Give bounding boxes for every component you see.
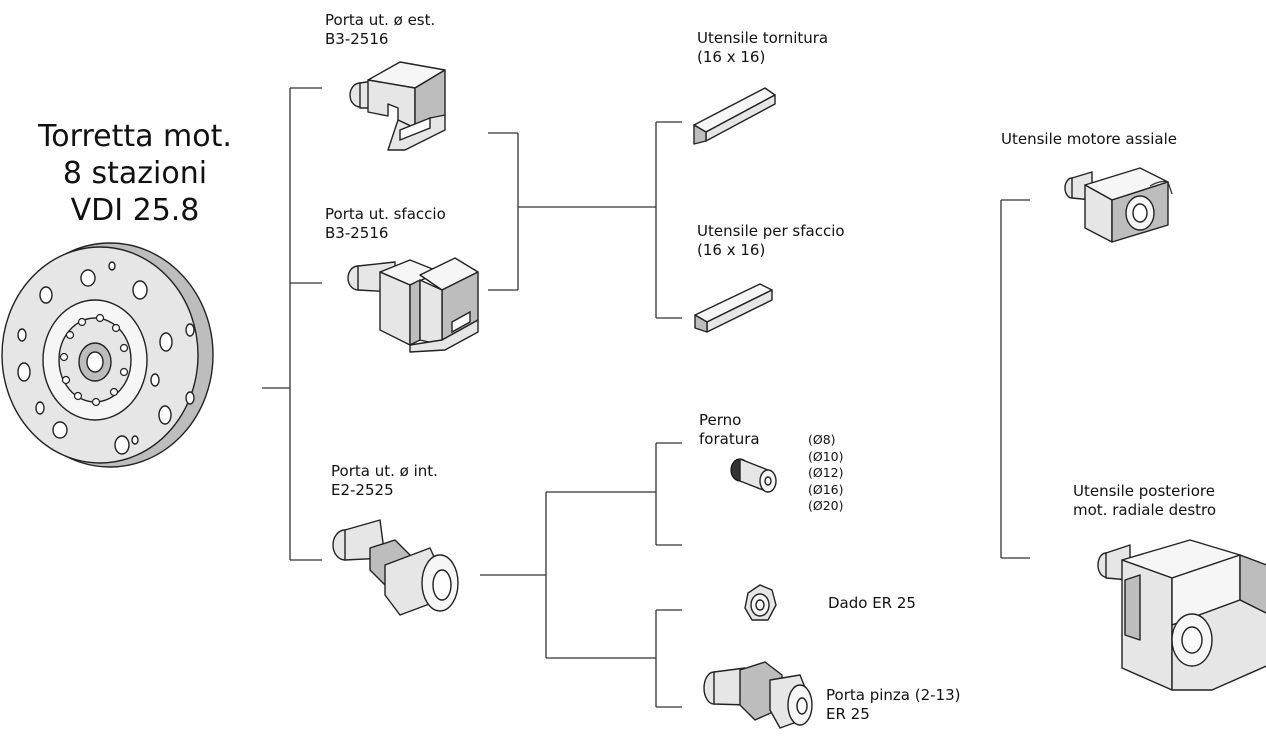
turret-title-line-3: VDI 25.8 bbox=[70, 193, 200, 228]
turret-title-line-2: 8 stazioni bbox=[62, 156, 208, 191]
utensile-sfaccio-illustration bbox=[694, 283, 773, 333]
porta-est-illustration bbox=[349, 61, 446, 151]
label-utensile-sfaccio: Utensile per sfaccio (16 x 16) bbox=[697, 222, 845, 260]
turret-title: Torretta mot. 8 stazioni VDI 25.8 bbox=[10, 118, 260, 229]
turret-illustration bbox=[1, 242, 214, 468]
label-porta-sfaccio-line-1: Porta ut. sfaccio bbox=[325, 205, 446, 223]
perno-size-item: (Ø20) bbox=[808, 498, 844, 513]
label-posteriore-line-2: mot. radiale destro bbox=[1073, 501, 1217, 519]
label-porta-int: Porta ut. ø int. E2-2525 bbox=[331, 462, 438, 500]
label-porta-pinza: Porta pinza (2-13) ER 25 bbox=[826, 686, 960, 724]
dado-illustration bbox=[744, 584, 777, 621]
label-porta-sfaccio: Porta ut. sfaccio B3-2516 bbox=[325, 205, 446, 243]
label-utensile-tornitura-line-2: (16 x 16) bbox=[697, 48, 766, 66]
perno-size-list: (Ø8) (Ø10) (Ø12) (Ø16) (Ø20) bbox=[808, 432, 844, 515]
label-perno-foratura: Perno foratura bbox=[699, 411, 760, 449]
label-utensile-tornitura-line-1: Utensile tornitura bbox=[697, 29, 829, 47]
perno-size-item: (Ø10) bbox=[808, 448, 844, 464]
perno-size-item: (Ø16) bbox=[808, 481, 844, 497]
label-utensile-sfaccio-line-1: Utensile per sfaccio bbox=[697, 222, 845, 240]
connector-lines bbox=[262, 87, 1030, 708]
label-porta-sfaccio-line-2: B3-2516 bbox=[325, 224, 389, 242]
utensile-tornitura-illustration bbox=[693, 87, 776, 145]
turret-title-line-1: Torretta mot. bbox=[38, 119, 232, 154]
label-porta-pinza-line-2: ER 25 bbox=[826, 705, 870, 723]
label-porta-pinza-line-1: Porta pinza (2-13) bbox=[826, 686, 961, 704]
posteriore-illustration bbox=[1097, 539, 1266, 691]
label-porta-est: Porta ut. ø est. B3-2516 bbox=[325, 11, 435, 49]
label-utensile-tornitura: Utensile tornitura (16 x 16) bbox=[697, 29, 828, 67]
perno-size-item: (Ø8) bbox=[808, 432, 836, 447]
label-posteriore-line-1: Utensile posteriore bbox=[1073, 482, 1215, 500]
label-porta-int-line-1: Porta ut. ø int. bbox=[331, 462, 438, 480]
label-porta-est-line-1: Porta ut. ø est. bbox=[325, 11, 436, 29]
label-motore-assiale: Utensile motore assiale bbox=[1001, 130, 1178, 148]
perno-foratura-illustration bbox=[730, 458, 777, 493]
label-dado: Dado ER 25 bbox=[828, 594, 916, 612]
porta-int-illustration bbox=[332, 519, 459, 616]
label-utensile-sfaccio-line-2: (16 x 16) bbox=[697, 241, 766, 259]
porta-sfaccio-illustration bbox=[347, 257, 479, 353]
label-perno-foratura-line-1: Perno bbox=[699, 411, 742, 429]
label-porta-est-line-2: B3-2516 bbox=[325, 30, 389, 48]
label-porta-int-line-2: E2-2525 bbox=[331, 481, 394, 499]
motore-assiale-illustration bbox=[1064, 167, 1173, 243]
label-posteriore: Utensile posteriore mot. radiale destro bbox=[1073, 482, 1216, 520]
perno-size-item: (Ø12) bbox=[808, 465, 844, 480]
porta-pinza-illustration bbox=[703, 661, 813, 729]
label-perno-foratura-line-2: foratura bbox=[699, 430, 760, 448]
